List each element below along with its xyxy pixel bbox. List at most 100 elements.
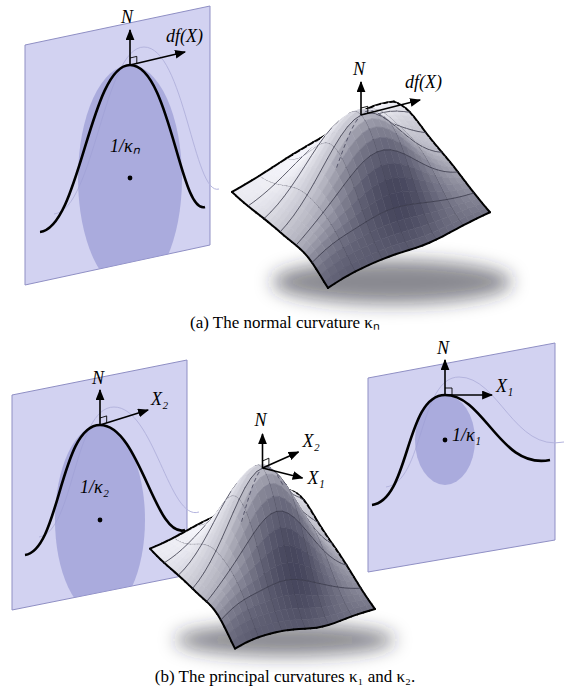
surface-grid-line xyxy=(434,200,441,202)
center-dot xyxy=(443,438,448,443)
surface-grid-line xyxy=(321,159,328,171)
surface-border xyxy=(279,159,286,163)
surface-group xyxy=(232,82,512,304)
surface-border xyxy=(224,627,228,634)
principal-direction-label: X₁ xyxy=(496,377,513,397)
surface-grid-line xyxy=(330,195,337,204)
surface-grid-line xyxy=(346,230,353,234)
surface-border xyxy=(429,240,436,243)
right-angle-mark xyxy=(130,56,137,63)
surface-grid-line xyxy=(370,152,377,156)
surface-grid-line xyxy=(277,511,283,512)
surface-grid-line xyxy=(268,184,275,190)
surface-border xyxy=(362,265,369,268)
radius-label: 1/κ₂ xyxy=(80,478,109,498)
surface-grid-line xyxy=(383,111,390,112)
surface-grid-line xyxy=(440,199,447,200)
surface-border xyxy=(416,245,423,247)
surface-border xyxy=(308,257,312,262)
surface-border xyxy=(259,172,266,176)
surface-border xyxy=(382,257,389,260)
surface-border xyxy=(369,262,376,265)
surface-grid-line xyxy=(355,588,361,589)
surface-grid-line xyxy=(178,569,184,575)
surface-grid-line xyxy=(427,201,434,203)
surface-grid-line xyxy=(227,608,233,614)
surface-grid-line xyxy=(268,584,274,587)
surface-border xyxy=(320,275,324,282)
section-plane-group xyxy=(368,343,564,572)
surface-border xyxy=(231,641,235,648)
surface-border xyxy=(381,102,388,103)
surface-border xyxy=(463,222,470,225)
surface-grid-line xyxy=(454,197,461,198)
radius-label: 1/κₙ xyxy=(110,137,140,157)
surface-grid-line xyxy=(204,562,210,572)
surface-grid-line xyxy=(222,526,228,539)
surface-grid-line xyxy=(320,584,326,585)
section-plane-group xyxy=(12,360,199,615)
surface-grid-line xyxy=(316,213,323,221)
surface-grid-line xyxy=(359,222,366,226)
vector-arrow xyxy=(99,390,101,425)
surface-grid-line xyxy=(338,587,344,589)
vector-arrow xyxy=(130,52,185,65)
surface-border xyxy=(150,546,156,548)
surface-grid-line xyxy=(242,543,248,552)
surface-grid-line xyxy=(248,201,255,206)
right-angle-mark xyxy=(263,458,269,465)
surface-border xyxy=(328,283,335,287)
surface-grid-line xyxy=(259,519,265,526)
surface-border xyxy=(443,233,450,237)
surface-grid-line xyxy=(400,205,407,206)
surface-grid-line xyxy=(236,552,242,561)
surface-border xyxy=(252,176,259,180)
vector-arrow xyxy=(100,410,148,425)
surface-grid-line xyxy=(445,171,452,173)
right-angle-mark xyxy=(445,388,452,395)
surface-patch xyxy=(231,638,240,649)
surface-border xyxy=(239,184,246,188)
surface-grid-line xyxy=(326,244,333,250)
surface-grid-line xyxy=(228,512,234,525)
surface-grid-line xyxy=(271,511,277,514)
surface-border xyxy=(316,269,320,275)
normal-label: N xyxy=(437,339,449,359)
surface-grid-line xyxy=(366,218,373,222)
surface-grid-line xyxy=(207,594,213,601)
surface-grid-line xyxy=(294,206,301,216)
surface-border xyxy=(335,279,342,283)
tangent-label: df(X) xyxy=(405,73,442,93)
surface-border xyxy=(409,248,416,250)
center-dot xyxy=(98,518,103,523)
surface-grid-line xyxy=(264,212,271,219)
surface-grid-line xyxy=(364,156,371,162)
radius-label: 1/κ₁ xyxy=(452,426,481,446)
surface-grid-line xyxy=(238,600,244,604)
surface-grid-line xyxy=(357,162,364,169)
surface-grid-line xyxy=(373,214,380,218)
vector-arrow xyxy=(262,434,264,468)
surface-border xyxy=(483,212,490,215)
surface-grid-line xyxy=(353,226,360,230)
vector-arrow xyxy=(263,468,303,478)
surface-grid-line xyxy=(326,585,332,586)
surface-grid-line xyxy=(314,171,321,183)
surface-grid-line xyxy=(296,238,303,246)
surface-grid-line xyxy=(300,195,307,206)
surface-grid-line xyxy=(312,256,319,263)
surface-grid-line xyxy=(332,239,339,244)
surface-border xyxy=(282,629,288,632)
surface-grid-line xyxy=(349,588,355,589)
surface-grid-line xyxy=(273,582,279,584)
surface-grid-line xyxy=(190,554,196,562)
surface-grid-line xyxy=(413,203,420,205)
surface-grid-line xyxy=(420,202,427,204)
tangent-label: df(X) xyxy=(166,27,203,47)
right-angle-mark xyxy=(361,106,368,113)
surface-border xyxy=(470,219,477,222)
surface-grid-line xyxy=(334,136,341,147)
surface-group xyxy=(150,434,395,656)
surface-grid-line xyxy=(319,250,326,256)
